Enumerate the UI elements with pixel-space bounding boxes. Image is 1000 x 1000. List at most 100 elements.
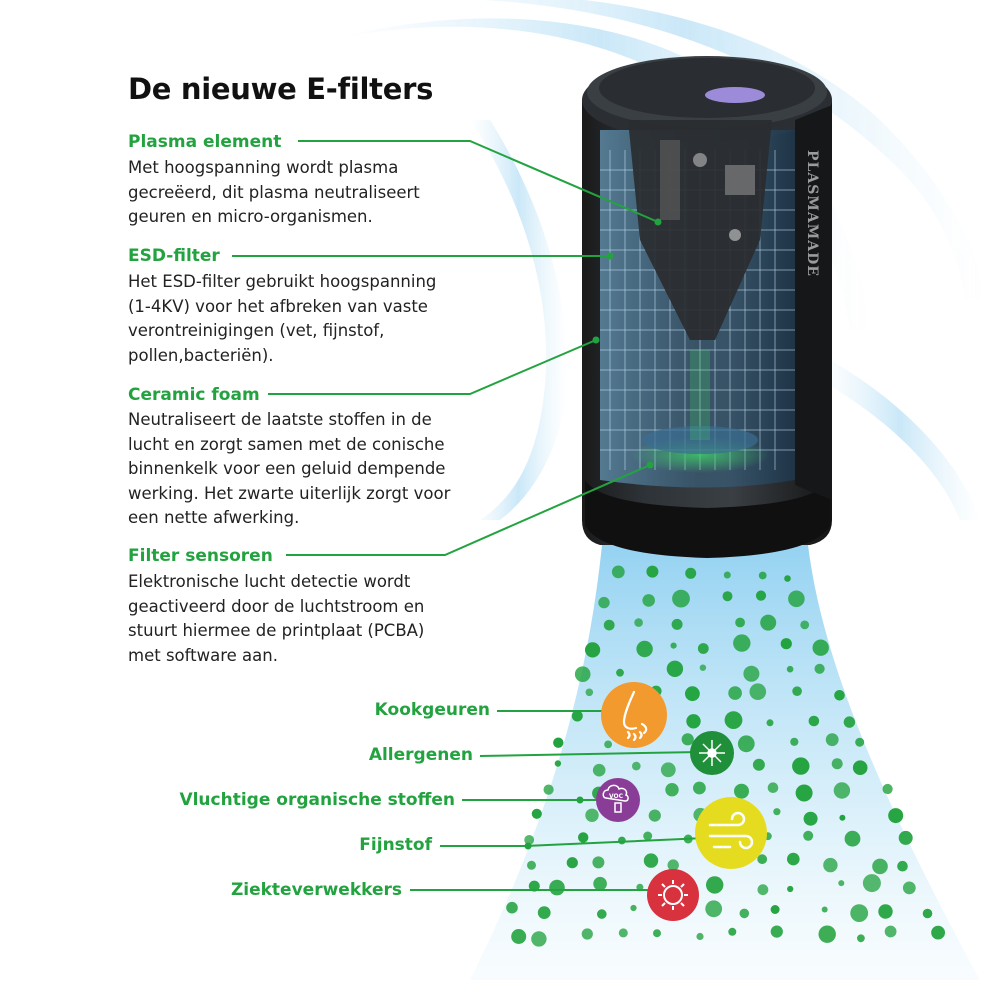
particle-dot [681,733,694,746]
particle-dot [757,854,768,865]
particle-dot [672,589,690,608]
particle-dot [665,783,679,797]
particle-dot [767,782,779,793]
particle-label-kookgeuren: Kookgeuren [374,700,490,720]
particle-dot [511,929,527,944]
pointer-end-dot [524,842,532,850]
particle-dot [884,925,897,938]
particle-dot [593,876,607,891]
particle-dot [734,783,749,799]
particle-dot [755,590,767,601]
particle-dot [705,900,723,918]
particle-dot [788,590,805,608]
section-heading-ceramic-foam: Ceramic foam [128,385,260,405]
wind-dust-icon [708,811,754,850]
particle-dot [611,565,625,579]
particle-dot [693,781,706,795]
particle-dot [743,665,760,682]
particle-dot [636,640,653,658]
particle-dot [872,858,888,875]
particle-label-allergenen: Allergenen [368,745,473,765]
particle-dot [850,904,869,922]
particle-dot [686,714,701,729]
particle-dot [766,719,774,727]
particle-dot [823,857,838,873]
pointer-end-dot [592,336,600,344]
particle-dot [818,925,836,943]
particle-dot [603,619,615,631]
particle-dot [630,904,637,912]
particle-dot [604,740,612,749]
particle-dot [597,909,607,919]
particle-dot [800,620,810,630]
particle-dot [922,908,933,919]
particle-dot [699,664,707,671]
particle-dot [706,876,724,894]
particle-dot [792,686,802,696]
particle-dot [728,686,742,700]
particle-dot [888,808,904,824]
particle-dot [653,929,661,938]
section-heading-esd-filter: ESD-filter [128,246,220,266]
particle-dot [752,758,765,771]
particle-dot [643,853,659,868]
particle-dot [803,830,814,841]
particle-dot [898,830,913,845]
particle-dot [616,668,624,677]
particle-dot [852,760,868,775]
particle-badge-kookgeuren [601,682,667,748]
particle-dot [585,642,601,658]
pointer-end-dot [646,461,654,469]
particle-dot [618,836,626,845]
particle-dot [632,761,641,771]
particle-dot [685,567,697,579]
particle-dot [549,879,565,896]
particle-dot [770,925,783,938]
particle-label-voc: Vluchtige organische stoffen [179,790,455,810]
particle-dot [902,881,916,895]
section-heading-filter-sensoren: Filter sensoren [128,546,273,566]
particle-dot [821,906,828,913]
particle-dot [524,835,535,845]
particle-dot [554,760,562,767]
particle-dot [931,925,945,940]
voc-icon: VOC [602,784,629,813]
particle-dot [724,711,743,729]
pointer-end-dot [576,796,584,804]
particle-dot [527,860,536,870]
particle-dot [642,594,655,607]
particle-dot [618,928,628,938]
particle-dot [728,927,737,936]
particle-dot [722,591,733,602]
particle-dot [786,665,794,673]
particle-dot [667,859,679,871]
particle-dot [543,784,554,795]
particle-dot [833,782,851,799]
particle-dot [878,904,893,919]
particle-dot [666,660,684,677]
particle-dot [585,808,599,822]
pointer-filter-sensoren [286,464,651,556]
particle-dot [571,710,583,722]
virus-icon [658,880,688,910]
particle-dot [634,618,643,627]
particle-dot [834,690,845,701]
particle-dot [598,596,610,609]
particle-dot [566,857,578,869]
particle-dot [808,715,820,727]
particle-dot [671,618,683,630]
particle-dot [592,763,606,777]
particle-badge-fijnstof [695,797,767,869]
particle-dot [857,934,865,943]
particle-dot [648,809,661,822]
section-heading-plasma-element: Plasma element [128,132,282,152]
pointer-ceramic-foam [268,339,597,395]
particle-dot [737,735,755,753]
pointer-end-dot [654,218,662,226]
particle-dot [757,884,769,896]
section-body-plasma-element: Met hoogspanning wordt plasma gecreëerd,… [128,158,420,226]
particle-label-fijnstof: Fijnstof [359,835,432,855]
voc-icon-text: VOC [609,793,624,800]
particle-dot [537,906,551,919]
